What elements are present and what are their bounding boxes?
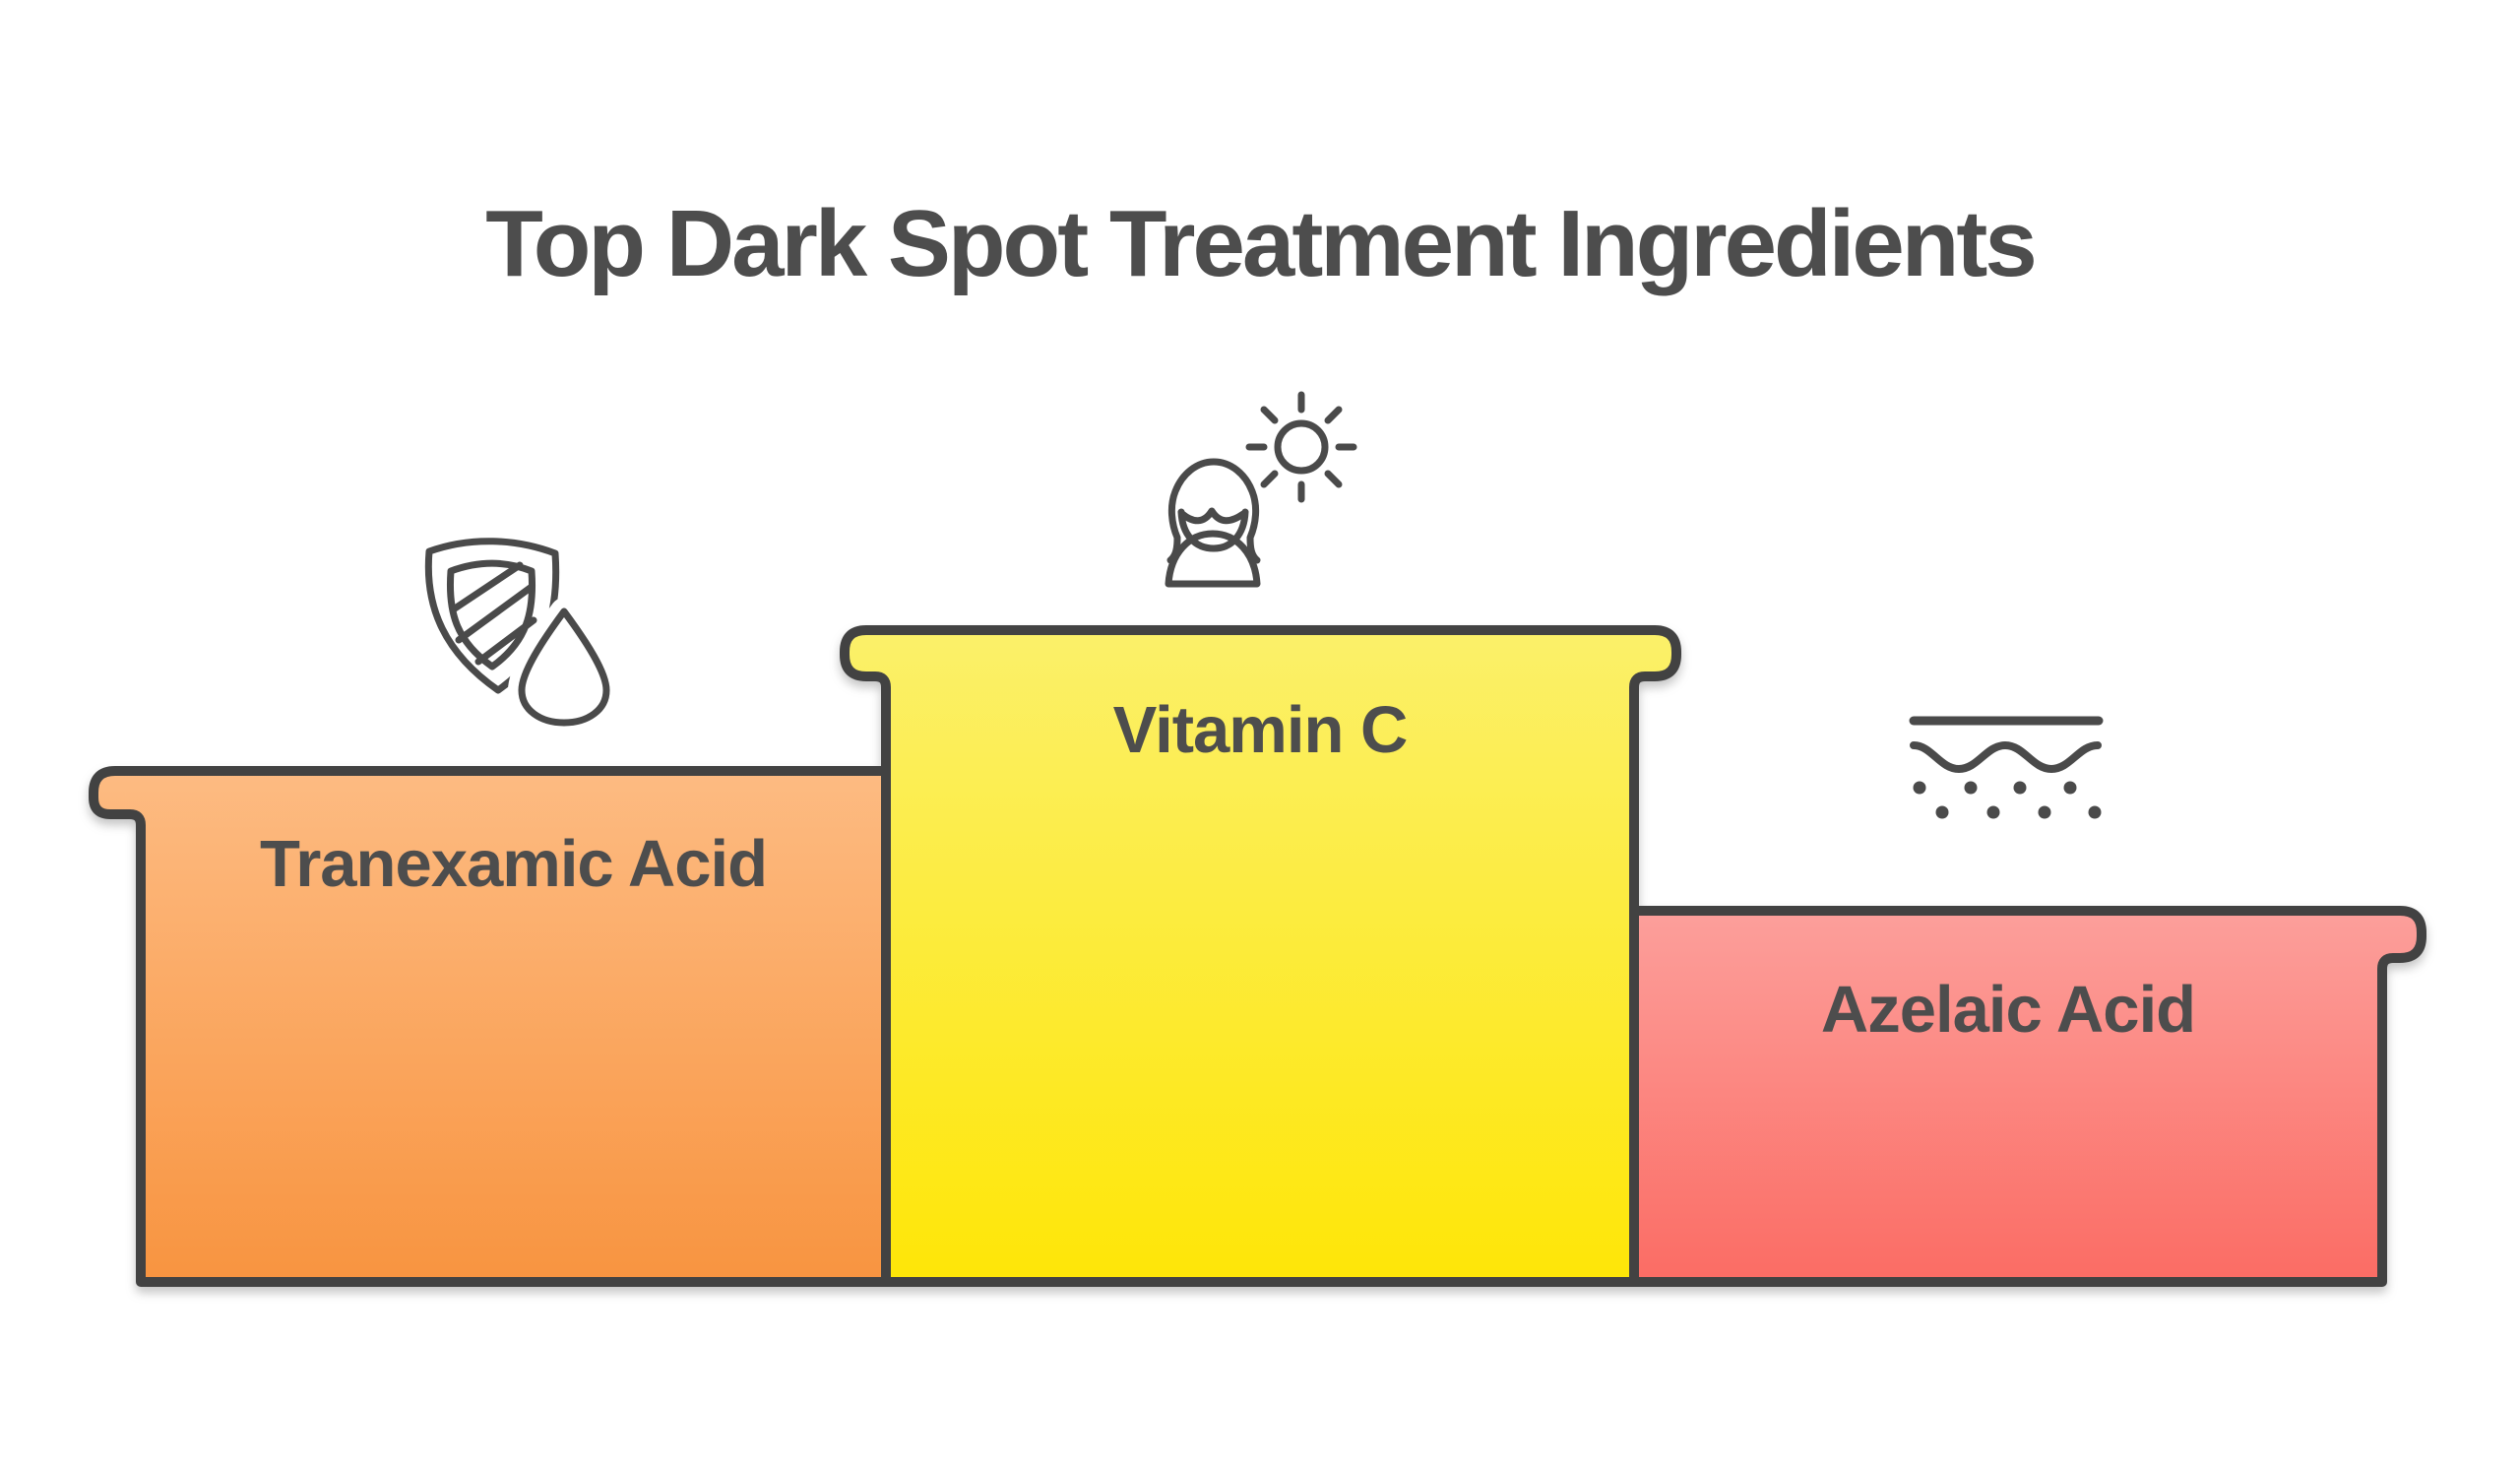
podium-label-tranexamic-acid: Tranexamic Acid	[259, 827, 768, 901]
podium-label-azelaic-acid: Azelaic Acid	[1820, 973, 2196, 1047]
podium-block-tranexamic-acid	[89, 766, 891, 1287]
shield-drop-icon	[424, 538, 620, 736]
skin-layers-icon	[1909, 716, 2104, 819]
podium-label-vitamin-c: Vitamin C	[1112, 693, 1409, 767]
woman-sun-icon	[1165, 391, 1357, 588]
podium-block-azelaic-acid	[1629, 906, 2426, 1287]
infographic-title: Top Dark Spot Treatment Ingredients	[485, 191, 2037, 296]
podium-block-vitamin-c	[840, 625, 1681, 1287]
